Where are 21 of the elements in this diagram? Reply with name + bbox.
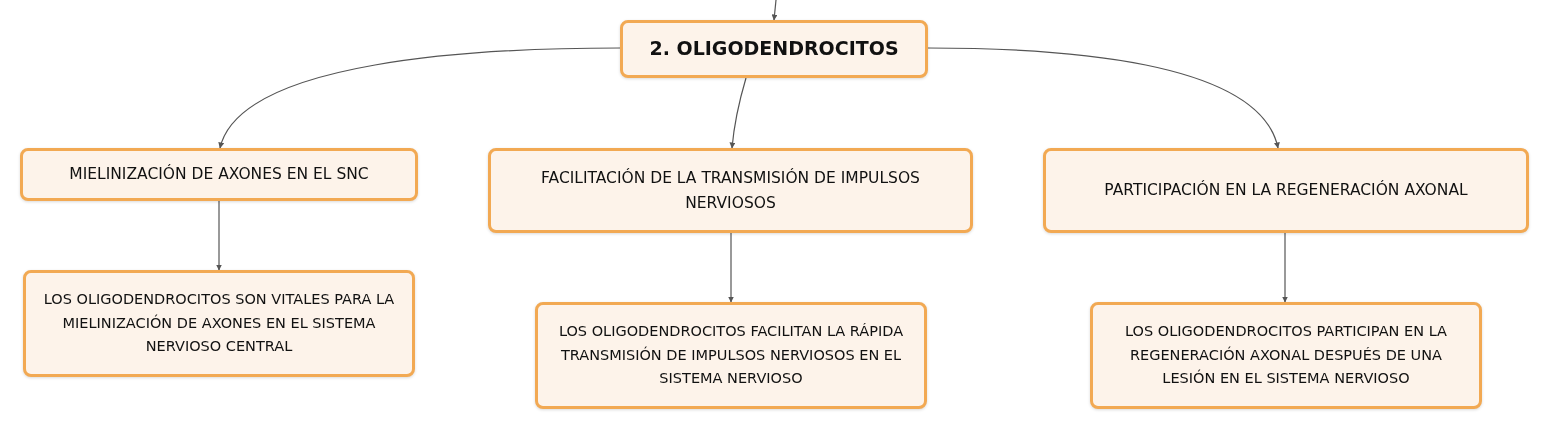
concept-box	[20, 148, 418, 201]
arrow	[729, 77, 747, 149]
node-text: LOS OLIGODENDROCITOS FACILITAN LA RÁPIDA TRANSMISIÓN DE IMPULSOS NERVIOSOS EN EL SISTEMA NERVIOSO	[557, 321, 905, 389]
arrow	[771, 0, 778, 21]
concept-box	[23, 270, 415, 377]
concept-box	[1090, 302, 1482, 409]
concept-box	[488, 148, 973, 233]
topic-box	[620, 20, 928, 78]
arrow	[216, 200, 222, 271]
arrow	[1282, 232, 1288, 303]
node-text: PARTICIPACIÓN EN LA REGENERACIÓN AXONAL	[1104, 179, 1468, 202]
node-text: FACILITACIÓN DE LA TRANSMISIÓN DE IMPULSOS NERVIOSOS	[540, 167, 921, 214]
arrow	[927, 47, 1279, 149]
node-text: 2. OLIGODENDROCITOS	[649, 36, 899, 62]
concept-box	[1043, 148, 1529, 233]
node-text: LOS OLIGODENDROCITOS PARTICIPAN EN LA REGENERACIÓN AXONAL DESPUÉS DE UNA LESIÓN EN EL SISTEMA NERVIOSO	[1124, 321, 1448, 389]
arrow	[728, 232, 734, 303]
node-text: LOS OLIGODENDROCITOS SON VITALES PARA LA MIELINIZACIÓN DE AXONES EN EL SISTEMA NERVIOSO CENTRAL	[42, 289, 396, 357]
arrow	[219, 47, 621, 149]
node-text: MIELINIZACIÓN DE AXONES EN EL SNC	[69, 163, 369, 186]
concept-box	[535, 302, 927, 409]
